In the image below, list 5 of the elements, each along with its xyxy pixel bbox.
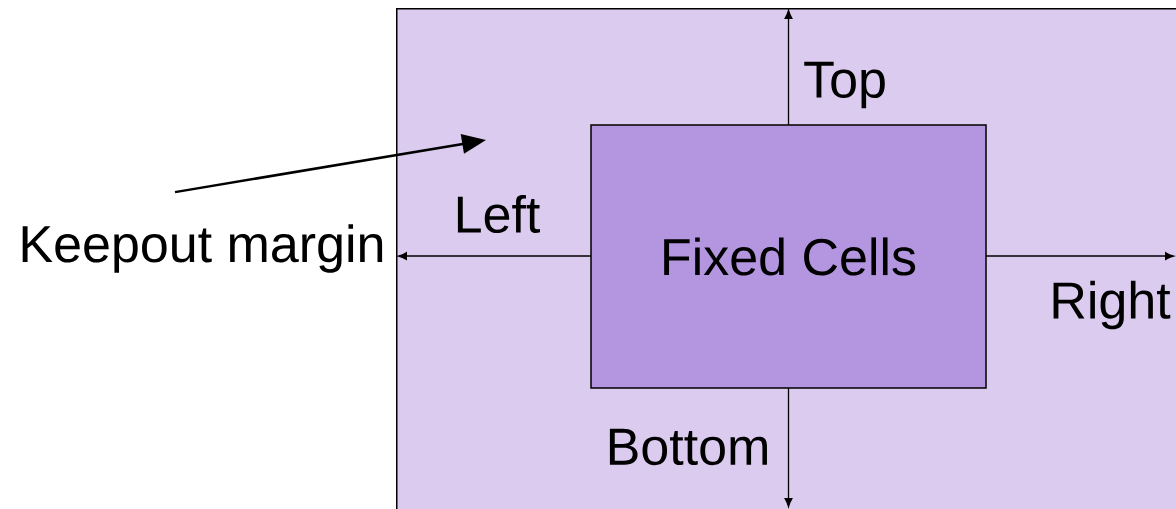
callout-text: Keepout margin — [22, 224, 383, 273]
cells-box: Fixed Cells — [590, 124, 987, 389]
margin-label: Right — [1053, 280, 1171, 330]
leader-arrow — [174, 134, 486, 194]
margin-label: Left — [457, 194, 540, 234]
